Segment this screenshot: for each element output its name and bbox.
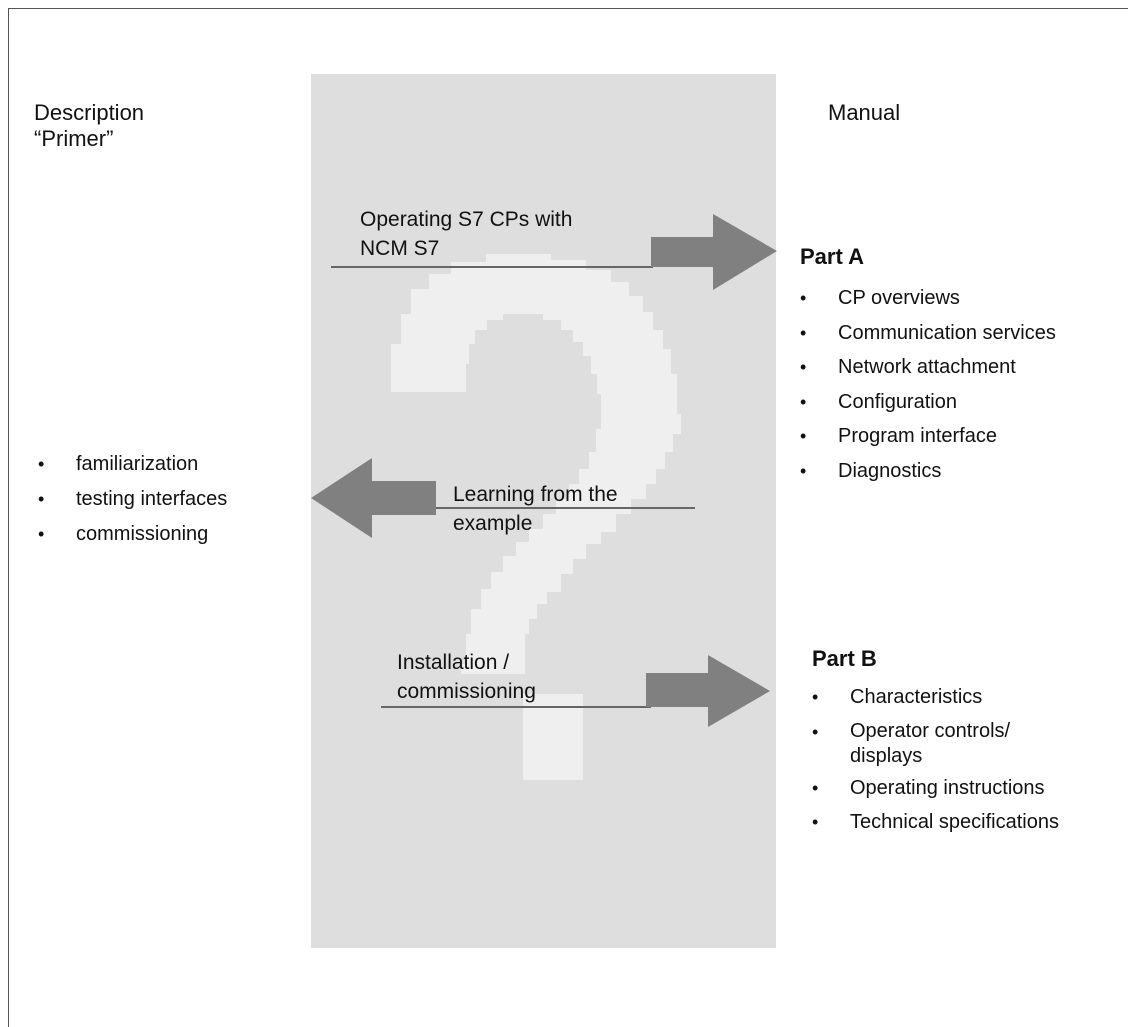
list-item: • Configuration bbox=[800, 385, 1125, 420]
bullet-icon: • bbox=[812, 777, 819, 798]
part-b-item-label: Operator controls/ displays bbox=[850, 719, 1011, 767]
bullet-icon: • bbox=[800, 322, 807, 343]
part-b-item-label: Technical specifications bbox=[850, 811, 1059, 833]
right-arrow-icon bbox=[651, 214, 777, 290]
part-a-title: Part A bbox=[800, 244, 864, 269]
bullet-icon: • bbox=[38, 454, 45, 474]
part-b-title: Part B bbox=[812, 646, 877, 671]
question-mark-icon bbox=[391, 254, 681, 780]
bullet-icon: • bbox=[812, 721, 819, 742]
arrow2-line bbox=[436, 507, 695, 509]
part-b-list: • Characteristics • Operator controls/ dis… bbox=[812, 680, 1122, 845]
part-b-item-label: Characteristics bbox=[850, 686, 983, 708]
part-a-item-label: CP overviews bbox=[838, 287, 960, 309]
arrow1-label-line1: Operating S7 CPs with bbox=[360, 208, 573, 231]
arrow3-line bbox=[381, 706, 651, 708]
bullet-icon: • bbox=[38, 524, 45, 544]
part-a-item-label: Configuration bbox=[838, 390, 957, 413]
bullet-icon: • bbox=[812, 687, 819, 707]
left-heading-line1: Description bbox=[34, 100, 145, 125]
primer-item-label: testing interfaces bbox=[76, 488, 228, 510]
arrow3-label-line1: Installation / bbox=[397, 651, 510, 674]
list-item: • Network attachment bbox=[800, 350, 1125, 385]
arrow1-label-line2: NCM S7 bbox=[360, 237, 440, 260]
part-a-list: • CP overviews • Communication services • N… bbox=[800, 281, 1125, 491]
list-item: • Technical specifications bbox=[812, 805, 1122, 840]
list-item: • Operator controls/ displays bbox=[812, 715, 1122, 771]
primer-item-label: familiarization bbox=[76, 453, 199, 475]
bullet-icon: • bbox=[800, 357, 807, 377]
arrow1-line bbox=[331, 266, 653, 268]
bullet-icon: • bbox=[38, 489, 45, 509]
list-item: • Diagnostics bbox=[800, 454, 1125, 489]
list-item: • Program interface bbox=[800, 419, 1125, 454]
part-b-item-label: Operating instructions bbox=[850, 776, 1045, 799]
list-item: • CP overviews bbox=[800, 281, 1125, 316]
list-item: • familiarization bbox=[38, 447, 298, 482]
list-item: • testing interfaces bbox=[38, 482, 298, 517]
left-arrow-icon bbox=[311, 458, 436, 538]
arrow2-label-line1: Learning from the bbox=[453, 483, 618, 506]
part-a-item-label: Diagnostics bbox=[838, 459, 942, 482]
bullet-icon: • bbox=[800, 288, 807, 308]
right-arrow-icon bbox=[646, 655, 770, 727]
list-item: • commissioning bbox=[38, 517, 298, 552]
part-a-item-label: Program interface bbox=[838, 425, 997, 447]
arrow2-label-line2: example bbox=[453, 512, 533, 535]
list-item: • Operating instructions bbox=[812, 771, 1122, 806]
part-a-item-label: Communication services bbox=[838, 321, 1056, 344]
page-frame bbox=[8, 8, 1128, 1027]
arrow3-label-line2: commissioning bbox=[397, 680, 536, 703]
list-item: • Communication services bbox=[800, 316, 1125, 351]
list-item: • Characteristics bbox=[812, 680, 1122, 715]
primer-list: • familiarization • testing interfaces •… bbox=[38, 447, 298, 557]
bullet-icon: • bbox=[800, 426, 807, 446]
part-a-item-label: Network attachment bbox=[838, 356, 1016, 378]
right-heading: Manual bbox=[828, 100, 901, 125]
bullet-icon: • bbox=[812, 812, 819, 832]
bullet-icon: • bbox=[800, 391, 807, 412]
bullet-icon: • bbox=[800, 460, 807, 481]
primer-item-label: commissioning bbox=[76, 523, 209, 545]
left-heading-line2: “Primer” bbox=[34, 126, 114, 151]
